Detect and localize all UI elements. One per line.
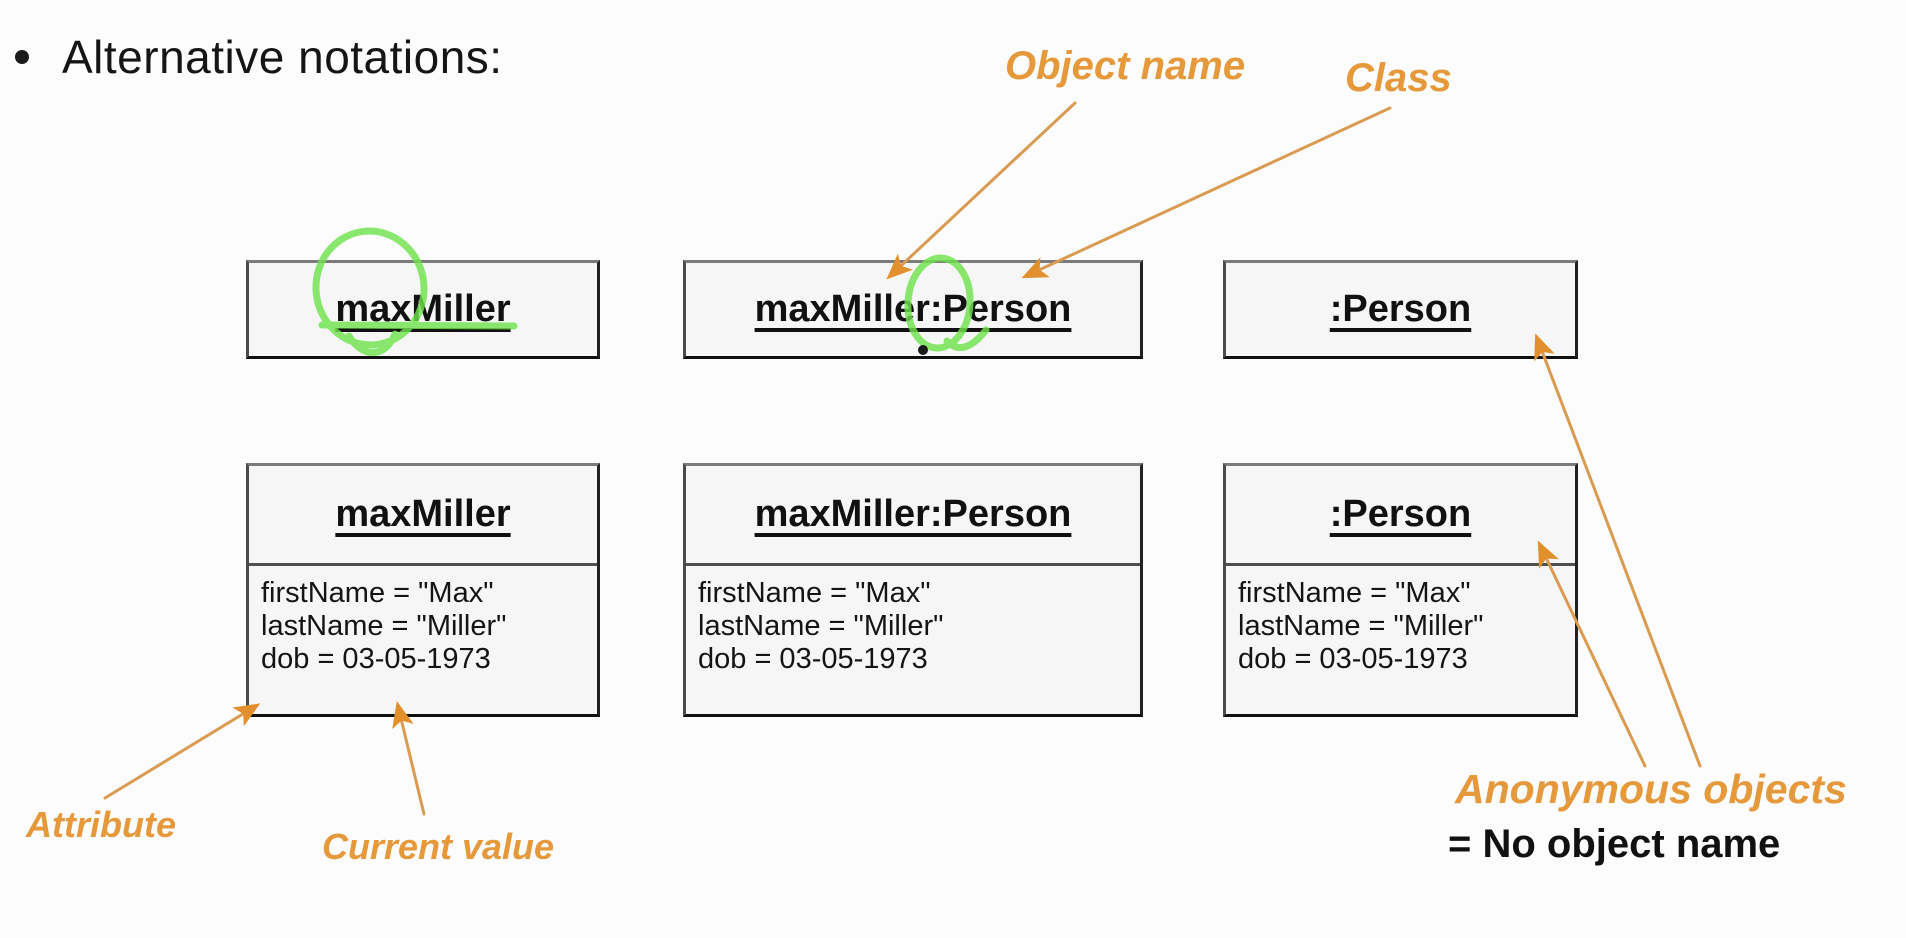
callout-current-value: Current value xyxy=(322,826,555,867)
slide-title: Alternative notations: xyxy=(62,31,503,83)
attribute-line: dob = 03-05-1973 xyxy=(261,643,491,675)
bullet-icon xyxy=(15,50,29,64)
callout-class: Class xyxy=(1345,56,1452,100)
object-box-maxmiller: maxMiller xyxy=(246,260,600,359)
object-name-label: maxMiller:Person xyxy=(754,288,1072,330)
class-arrow xyxy=(1021,106,1392,279)
object-name-label: :Person xyxy=(1329,493,1472,535)
attribute-line: lastName = "Miller" xyxy=(698,610,944,642)
object-name-label: maxMiller:Person xyxy=(754,493,1072,535)
attribute-line: lastName = "Miller" xyxy=(261,610,507,642)
attribute-arrow xyxy=(103,703,261,800)
object-box-maxmiller-person: maxMiller:Person xyxy=(683,260,1143,359)
object-box-maxmiller-person-attrs: maxMiller:Person firstName = "Max" lastN… xyxy=(683,463,1143,717)
object-box-anonymous-person: :Person xyxy=(1223,260,1578,359)
attribute-line: dob = 03-05-1973 xyxy=(698,643,928,675)
callout-anonymous-objects-desc: = No object name xyxy=(1448,822,1781,866)
object-header: maxMiller xyxy=(249,466,597,566)
attribute-compartment: firstName = "Max" lastName = "Miller" do… xyxy=(249,566,597,676)
object-name-arrow xyxy=(886,101,1077,280)
attribute-compartment: firstName = "Max" lastName = "Miller" do… xyxy=(1226,566,1575,676)
callout-attribute: Attribute xyxy=(26,804,176,845)
attribute-compartment: firstName = "Max" lastName = "Miller" do… xyxy=(686,566,1140,676)
object-header: :Person xyxy=(1226,466,1575,566)
attribute-line: lastName = "Miller" xyxy=(1238,610,1484,642)
object-name-label: maxMiller xyxy=(335,288,511,330)
attribute-line: firstName = "Max" xyxy=(261,577,494,609)
attribute-line: dob = 03-05-1973 xyxy=(1238,643,1468,675)
callout-object-name: Object name xyxy=(1005,44,1246,88)
object-header: maxMiller:Person xyxy=(686,466,1140,566)
object-name-label: maxMiller xyxy=(335,493,511,535)
callout-anonymous-objects: Anonymous objects xyxy=(1455,766,1847,812)
object-name-label: :Person xyxy=(1329,288,1472,330)
attribute-line: firstName = "Max" xyxy=(1238,577,1471,609)
object-box-maxmiller-attrs: maxMiller firstName = "Max" lastName = "… xyxy=(246,463,600,717)
current-value-arrow xyxy=(392,701,426,816)
attribute-line: firstName = "Max" xyxy=(698,577,931,609)
object-box-anonymous-person-attrs: :Person firstName = "Max" lastName = "Mi… xyxy=(1223,463,1578,717)
